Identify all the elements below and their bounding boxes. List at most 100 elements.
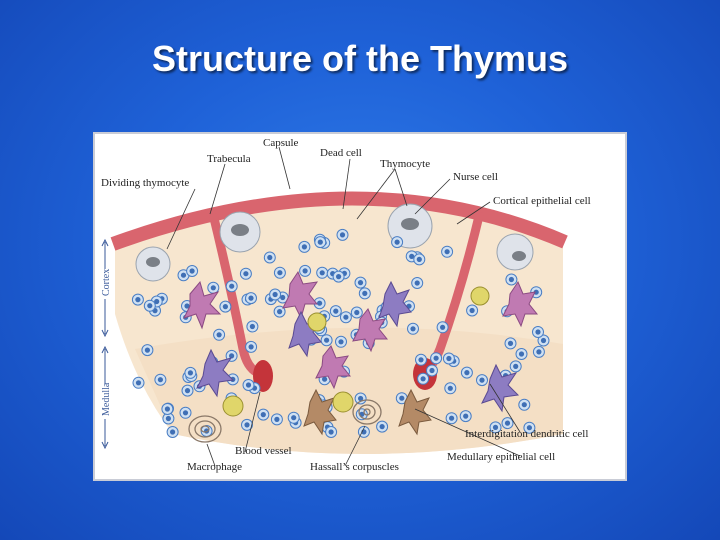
thymocyte-nucleus [187, 370, 193, 376]
thymocyte-nucleus [301, 244, 307, 250]
thymocyte-nucleus [479, 377, 485, 383]
thymocyte-nucleus [394, 239, 400, 245]
label-dividing-thymocyte: Dividing thymocyte [101, 177, 189, 189]
thymocyte-nucleus [414, 280, 420, 286]
thymocyte-nucleus [535, 329, 541, 335]
thymocyte-nucleus [358, 395, 364, 402]
label-cortex: Cortex [101, 269, 112, 296]
thymocyte-nucleus [245, 382, 252, 388]
thymocyte-nucleus [302, 268, 308, 274]
thymocyte-nucleus [222, 304, 228, 310]
thymocyte-nucleus [433, 355, 439, 361]
thymocyte-nucleus [379, 424, 385, 430]
thymocyte-nucleus [338, 339, 344, 345]
macrophages [222, 286, 490, 417]
dendritic-cells [196, 280, 520, 413]
thymocyte-nucleus [170, 429, 176, 435]
thymocyte-nucleus [429, 367, 435, 374]
cortical-epithelial-cells [183, 270, 539, 390]
thymocyte-nucleus [154, 298, 160, 305]
thymocyte-nucleus [447, 385, 453, 391]
label-medulla: Medulla [101, 382, 112, 416]
thymocyte-nucleus [492, 424, 499, 430]
thymocyte-nucleus [184, 303, 190, 309]
thymocyte-nucleus [249, 323, 255, 330]
thymocyte-nucleus [248, 344, 254, 350]
thymocyte-nucleus [540, 337, 547, 344]
thymocyte-nucleus [410, 326, 416, 332]
thymocyte-nucleus [144, 347, 150, 353]
thymocyte-nucleus [164, 406, 170, 412]
thymocyte-nucleus [147, 303, 153, 309]
label-nurse-cell: Nurse cell [453, 171, 498, 183]
thymocyte-nucleus [513, 363, 519, 369]
thymocyte-nucleus [339, 232, 346, 238]
thymocyte-nucleus [343, 314, 349, 320]
zone-axis [101, 238, 109, 450]
thymocyte-nucleus [508, 276, 514, 283]
thymocyte-nucleus [328, 429, 334, 435]
medullary-epithelial-cells [303, 388, 432, 436]
thymocyte-nucleus [277, 270, 283, 276]
thymocyte-nucleus [280, 294, 286, 301]
thymocyte-nucleus [444, 249, 450, 255]
thymocyte-nucleus [274, 416, 280, 422]
thymocyte-nucleus [440, 324, 446, 330]
thymocyte-nucleus [291, 415, 297, 421]
thymocyte-nucleus [533, 289, 539, 295]
thymocyte-nucleus [319, 270, 325, 276]
thymocyte-nucleus [333, 308, 339, 314]
thymocyte-nucleus [504, 420, 511, 426]
label-cortical-epithelial-cell: Cortical epithelial cell [493, 195, 591, 207]
thymocyte-nucleus [229, 353, 235, 359]
label-blood-vessel: Blood vessel [235, 445, 292, 457]
leader-lines [166, 146, 521, 467]
thymus-diagram: Capsule Trabecula Dead cell Thymocyte Di… [93, 132, 627, 481]
thymocyte-nucleus [418, 357, 424, 363]
thymocyte-nucleus [336, 274, 342, 280]
thymocyte-nucleus [469, 307, 475, 314]
thymocyte-nucleus [507, 340, 514, 346]
thymocyte-nucleus [182, 410, 189, 416]
thymocyte-nucleus [135, 297, 141, 303]
hassalls-corpuscles [188, 399, 382, 443]
thymocyte-nucleus [157, 377, 163, 383]
nurse-cell-nuclei [146, 218, 526, 267]
label-medullary-epithelial-cell: Medullary epithelial cell [447, 451, 555, 463]
thymocyte-nucleus [446, 355, 452, 362]
thymocyte-nucleus [135, 380, 142, 386]
label-dead-cell: Dead cell [320, 147, 362, 159]
thymocyte-nucleus [260, 412, 266, 418]
thymocyte-nucleus [362, 290, 368, 296]
thymocyte-nucleus [189, 268, 195, 274]
thymocyte-nucleus [324, 337, 330, 343]
thymocyte-nucleus [464, 370, 470, 376]
thymocyte-nucleus [272, 291, 278, 298]
thymocyte-nucleus [354, 309, 360, 316]
label-thymocyte: Thymocyte [380, 158, 430, 170]
thymocyte-nucleus [416, 256, 422, 262]
thymocyte-nucleus [399, 395, 405, 401]
thymocyte-nucleus [210, 285, 216, 291]
thymocyte-nucleus [180, 272, 187, 278]
thymocyte-nucleus [244, 422, 250, 428]
trabecula [208, 212, 262, 379]
slide-title: Structure of the Thymus [151, 38, 569, 79]
thymocytes [131, 228, 550, 438]
thymocyte-nucleus [357, 280, 364, 286]
thymocyte-nucleus [267, 254, 273, 261]
label-hassalls-corpuscles: Hassall’s corpuscles [310, 461, 399, 473]
thymocyte-nucleus [518, 351, 525, 357]
thymocyte-nucleus [184, 388, 191, 394]
thymocyte-nucleus [526, 425, 532, 431]
thymocyte-nucleus [248, 295, 254, 301]
thymocyte-nucleus [277, 309, 283, 315]
thymocyte-nucleus [317, 239, 323, 245]
thymocyte-nucleus [409, 253, 415, 259]
thymocyte-nucleus [317, 300, 323, 306]
thymocyte-nucleus [243, 271, 249, 277]
thymocyte-nucleus [165, 415, 171, 422]
thymocyte-nucleus [536, 349, 542, 355]
thymocyte-nucleus [229, 283, 235, 289]
thymocyte-nucleus [463, 413, 469, 419]
